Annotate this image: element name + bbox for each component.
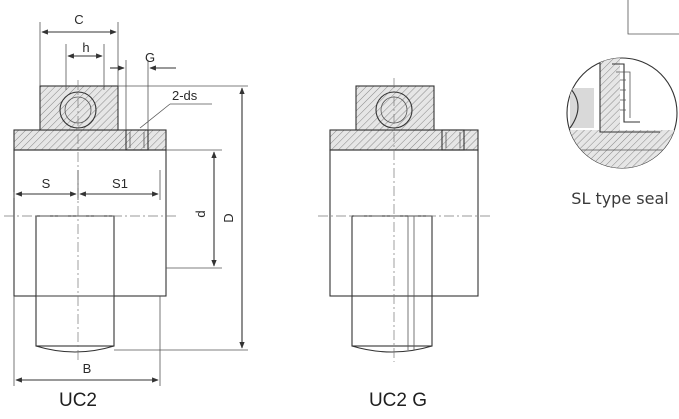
- dim-h-label: h: [82, 40, 89, 55]
- ball-housing: [40, 86, 118, 130]
- bore: [35, 215, 115, 347]
- uc2g-set-screw: [441, 129, 465, 151]
- uc2-caption: UC2: [59, 390, 97, 411]
- uc2g-drawing: UC2 G: [318, 78, 490, 411]
- dim-s1-label: S1: [112, 176, 128, 191]
- dim-g-label: G: [145, 50, 155, 65]
- inner-ring-body: [13, 149, 167, 297]
- uc2g-body: [329, 149, 479, 297]
- uc2g-bore: [351, 215, 433, 347]
- uc2g-outer-ring: [330, 130, 478, 150]
- seal-detail: SL type seal: [566, 0, 679, 208]
- ball: [59, 91, 97, 129]
- dim-ds-label: 2-ds: [172, 88, 198, 103]
- dim-c-label: C: [74, 12, 83, 27]
- seal-caption: SL type seal: [571, 189, 668, 208]
- dim-D-label: D: [221, 213, 236, 222]
- uc2g-ball-housing: [356, 86, 434, 130]
- dim-s-label: S: [42, 176, 51, 191]
- uc2-drawing: C h G 2-ds S S1 d D: [4, 12, 248, 411]
- uc2g-caption: UC2 G: [369, 390, 427, 411]
- detail-frame: [627, 0, 679, 35]
- set-screw: [125, 129, 149, 151]
- outer-ring-top: [14, 130, 166, 150]
- dim-d-label: d: [193, 210, 208, 217]
- dim-b-label: B: [83, 361, 92, 376]
